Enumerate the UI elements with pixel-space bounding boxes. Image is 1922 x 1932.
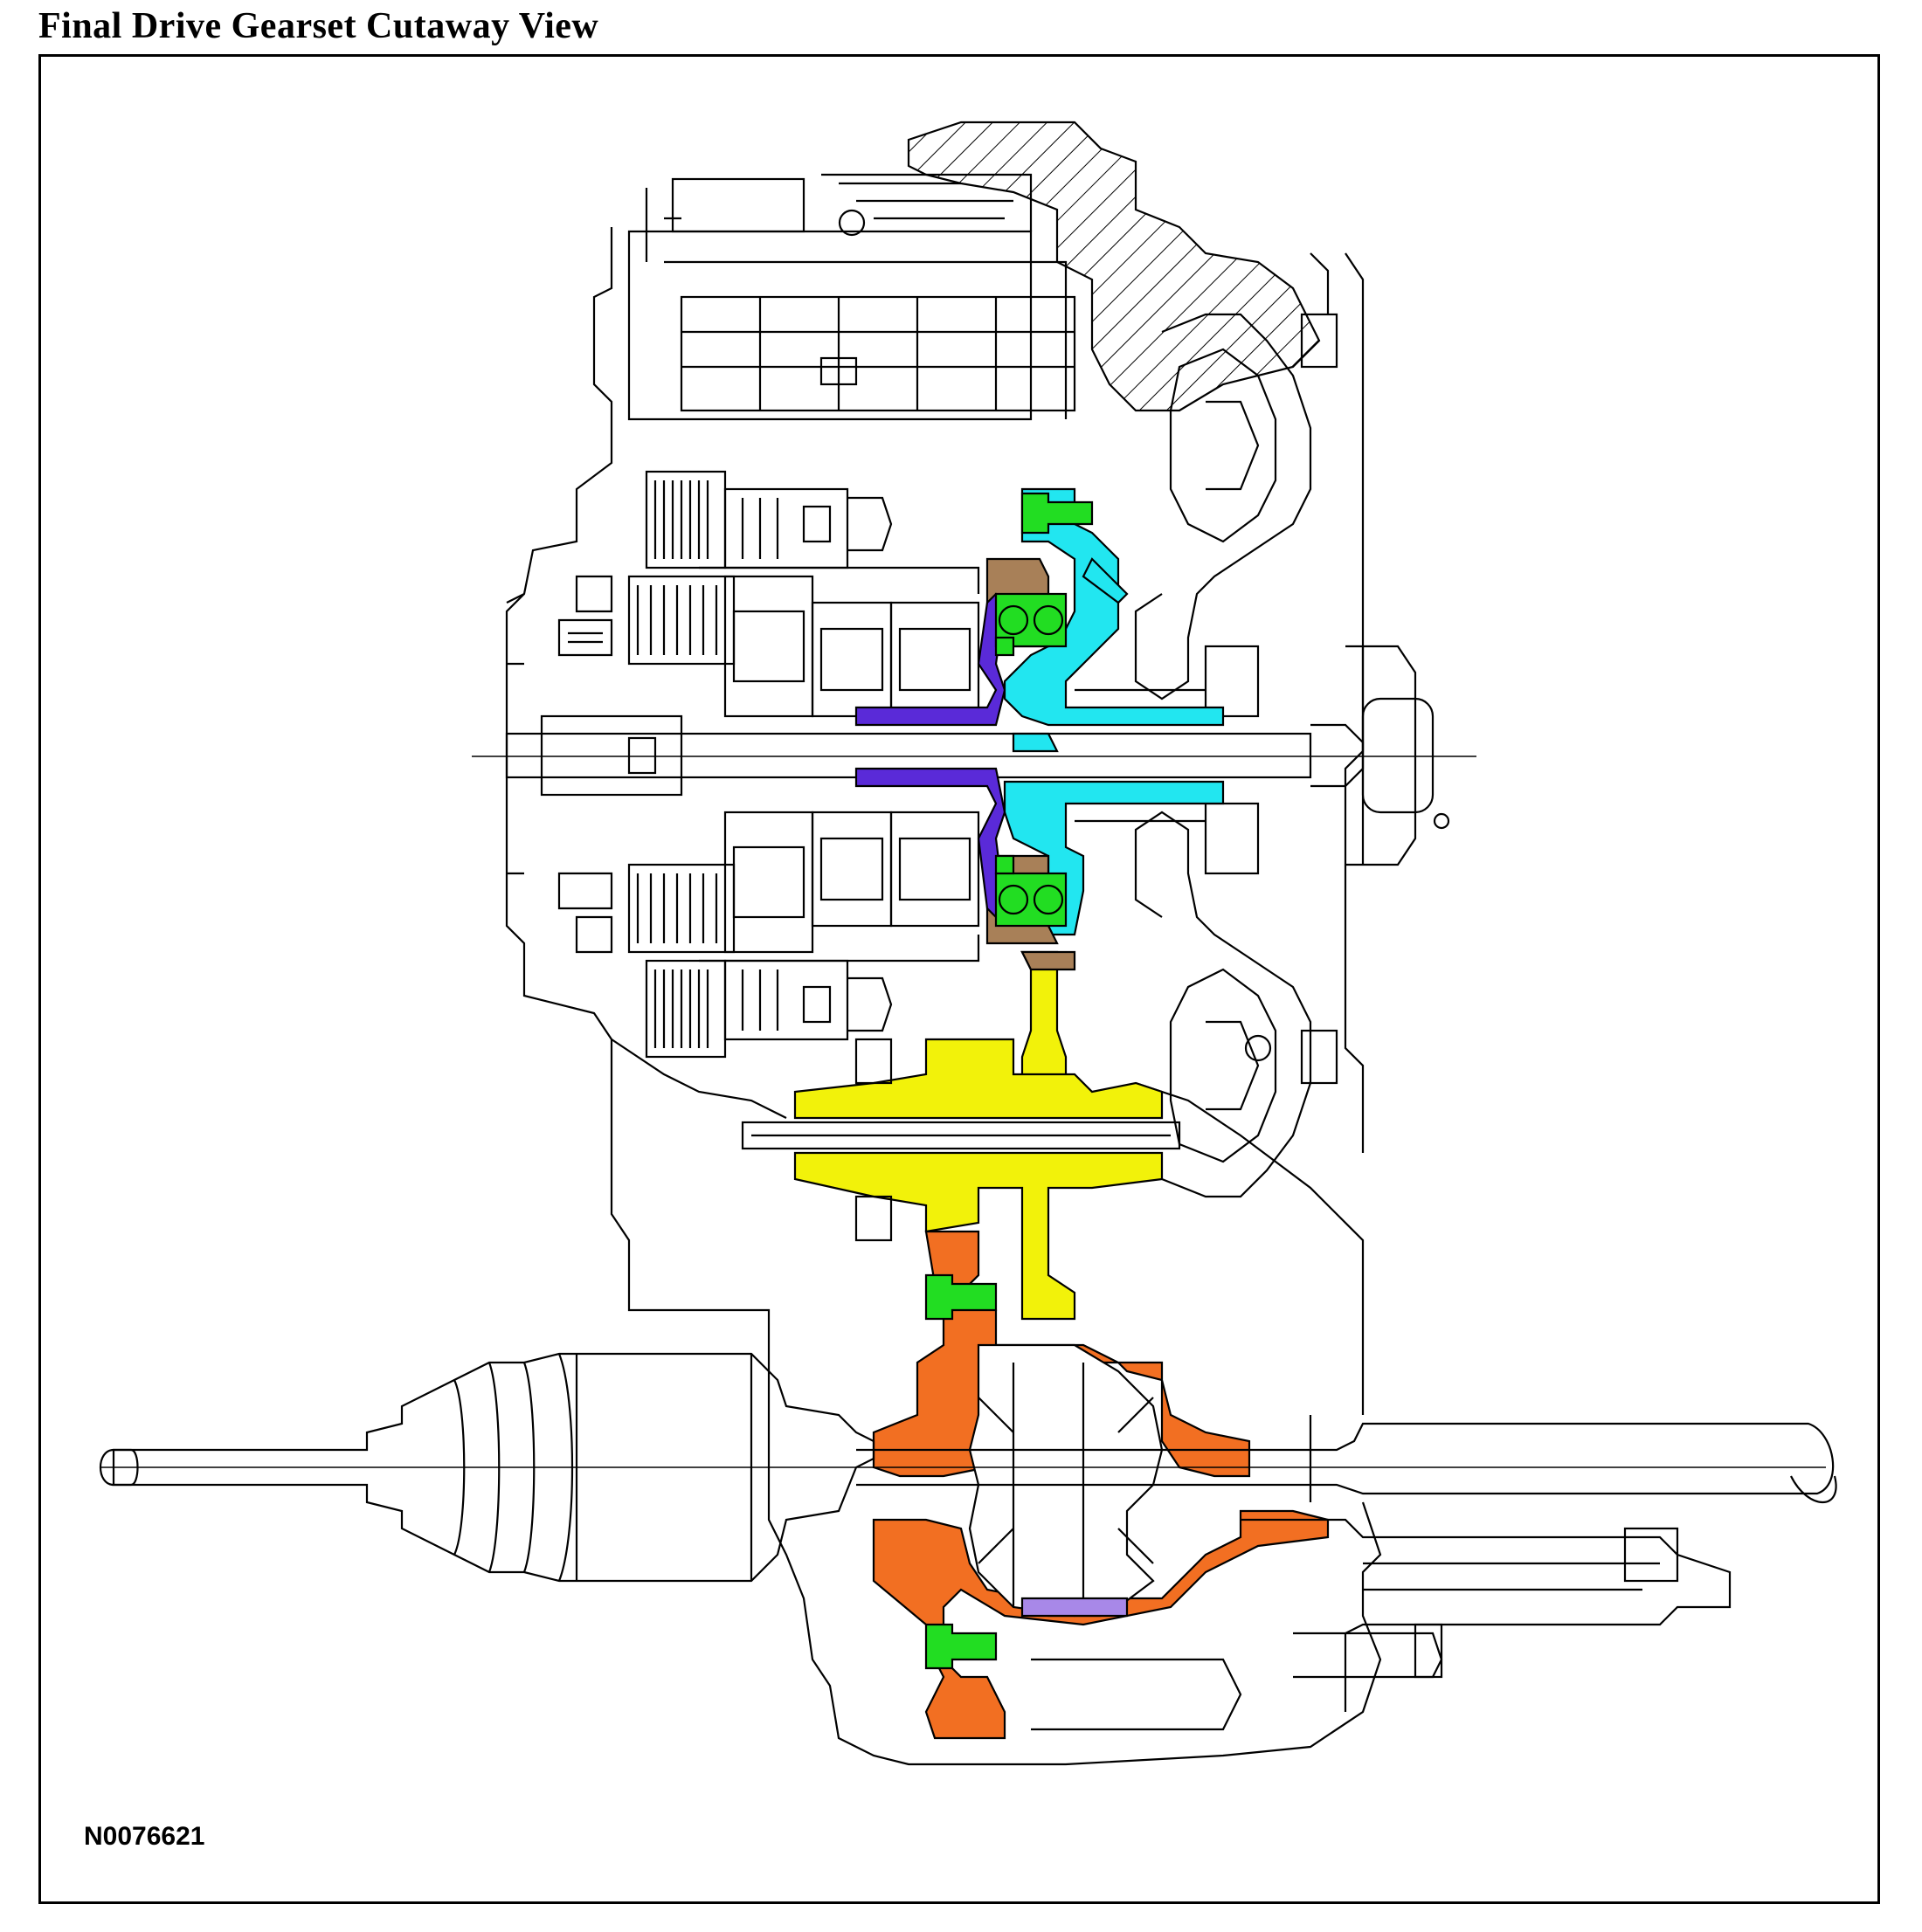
page-title: Final Drive Gearset Cutaway View	[38, 6, 599, 46]
output-extension-housing	[1031, 1518, 1732, 1731]
input-shaft	[472, 645, 1476, 866]
green-ring-gear-bolts	[924, 1273, 998, 1670]
hatched-housing-section	[907, 121, 1321, 412]
green-ball-bearings	[994, 492, 1094, 928]
clutch-pack-lower	[557, 863, 893, 1059]
valve-body	[627, 173, 1076, 421]
half-shaft-cv-joint	[100, 1352, 1837, 1583]
orange-differential-case	[872, 1230, 1330, 1740]
clutch-pack-upper	[557, 470, 893, 666]
transmission-case-outline	[505, 227, 1382, 1766]
torque-converter	[1075, 313, 1338, 1198]
purple-hub-component	[854, 592, 1006, 919]
yellow-transfer-gears	[741, 950, 1181, 1321]
figure-reference-code: N0076621	[84, 1822, 205, 1851]
planetary-gearsets	[699, 566, 980, 963]
diagram-frame	[38, 54, 1880, 1904]
